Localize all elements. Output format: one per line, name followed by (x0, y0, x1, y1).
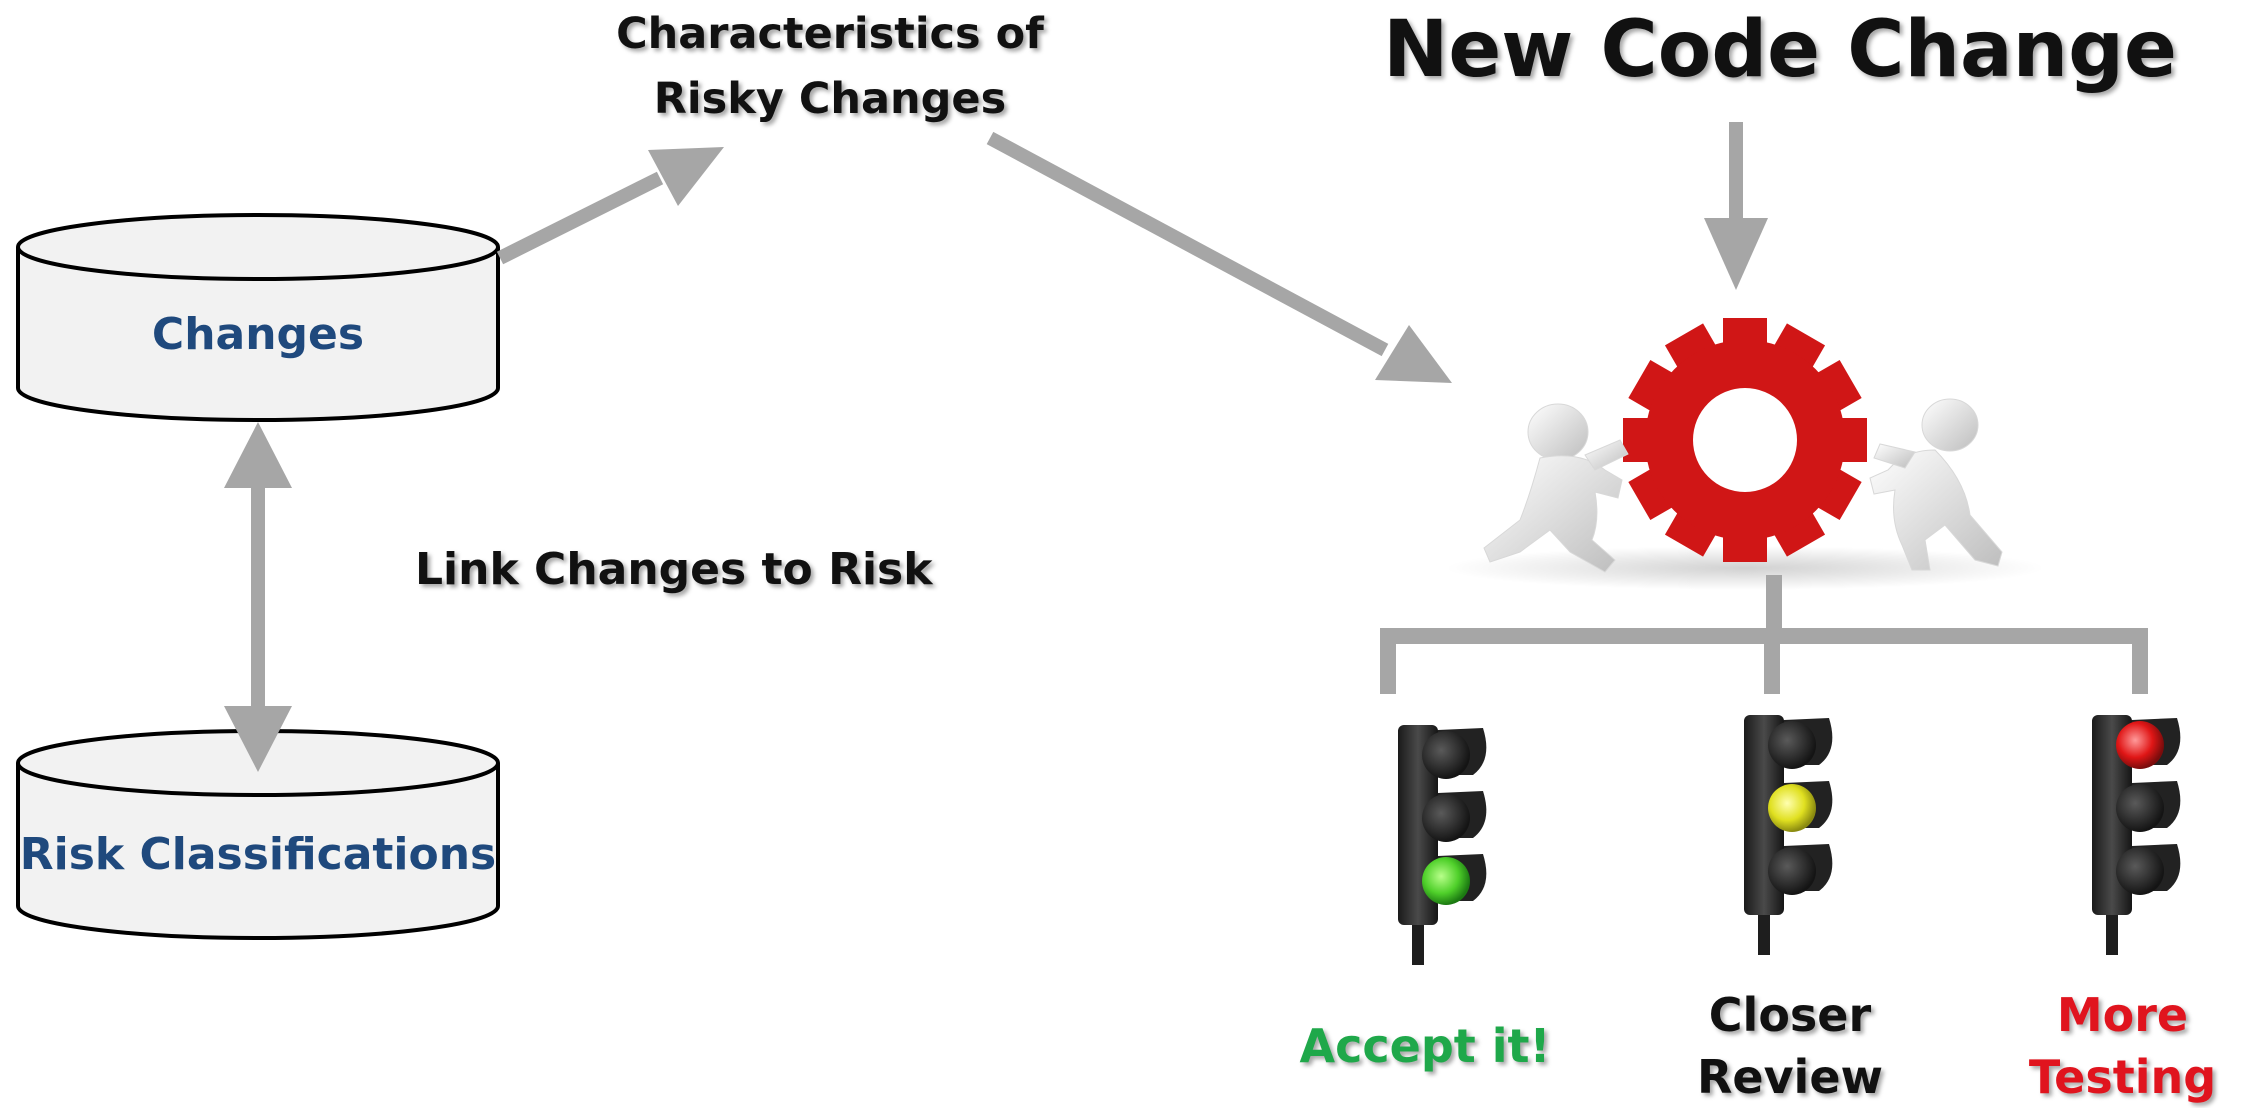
outcome-testing-line2: Testing (2028, 1050, 2217, 1104)
arrow-characteristics-to-gear (986, 131, 1452, 383)
outcome-accept-label: Accept it! (1290, 1015, 1560, 1077)
gear-with-figures-icon (1445, 318, 2045, 590)
outcome-review-label: Closer Review (1640, 984, 1940, 1108)
double-arrow-link-changes-risk (224, 422, 292, 772)
outcome-review-line2: Review (1696, 1050, 1884, 1104)
characteristics-label-line1: Characteristics of (616, 9, 1044, 59)
outcome-testing-label: More Testing (2010, 984, 2235, 1108)
changes-db-label: Changes (151, 309, 365, 360)
traffic-light-icon (1398, 725, 1487, 965)
outcome-review-line1: Closer (1708, 988, 1872, 1042)
arrow-new-change-to-gear (1704, 122, 1768, 290)
characteristics-label-line2: Risky Changes (653, 74, 1007, 124)
risk-db-label: Risk Classifications (19, 829, 497, 880)
page-title: New Code Change (1383, 5, 2177, 95)
link-changes-to-risk-label: Link Changes to Risk (415, 544, 933, 595)
characteristics-label: Characteristics of Risky Changes (580, 2, 1080, 132)
traffic-light-icon (1744, 715, 1833, 955)
outcome-connector (1380, 575, 2148, 694)
outcome-testing-line1: More (2056, 988, 2189, 1042)
traffic-light-icon (2092, 715, 2181, 955)
outcome-accept-line1: Accept it! (1299, 1019, 1551, 1073)
arrow-changes-to-characteristics (496, 147, 724, 265)
changes-database (16, 213, 500, 422)
